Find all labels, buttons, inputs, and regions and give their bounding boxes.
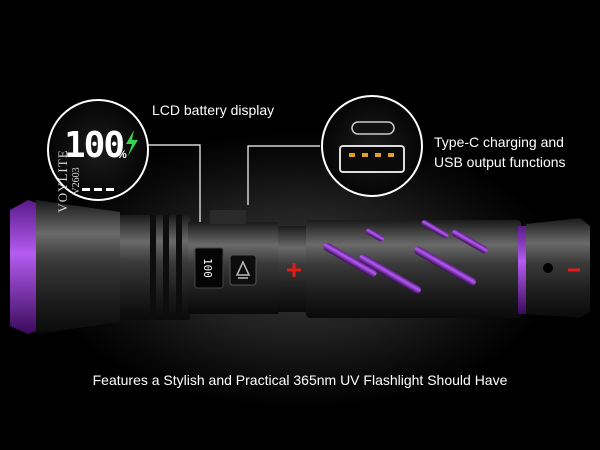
brand-engraving: VOYLITE V2603 [55, 136, 95, 226]
brand-name: VOYLITE [55, 149, 70, 213]
charging-bolt-icon [126, 130, 138, 156]
lcd-battery-unit: % [117, 149, 127, 161]
plus-icon [287, 263, 301, 277]
body-lcd-digits: 100 [201, 258, 214, 278]
mode-button-icon [235, 260, 251, 279]
lcd-callout-label: LCD battery display [152, 102, 275, 118]
usb-callout-label: USB output functions [434, 154, 566, 170]
flashlight-head-bezel [10, 200, 40, 334]
tail-purple-ring [518, 226, 528, 314]
mode-button [229, 254, 257, 286]
tail-cap [526, 218, 590, 318]
flashlight-head [36, 200, 120, 334]
battery-tube [306, 220, 521, 318]
lcd-inset-circle [47, 99, 149, 201]
lcd-battery-value: 100 [64, 125, 125, 166]
callout-lines [148, 144, 320, 245]
usb-pins [349, 153, 394, 157]
feature-caption: Features a Stylish and Practical 365nm U… [92, 372, 508, 388]
body-lcd [194, 247, 224, 289]
tube-purple-slots [323, 220, 488, 294]
usb-a-port-icon [339, 145, 405, 173]
neck-rings [150, 215, 182, 320]
battery-bars [82, 188, 114, 191]
brand-model: V2603 [71, 167, 82, 195]
top-fins [210, 210, 246, 224]
typec-callout-label: Type-C charging and [434, 134, 564, 150]
tail-lanyard-hole [543, 263, 553, 273]
type-c-port-icon [351, 121, 395, 135]
